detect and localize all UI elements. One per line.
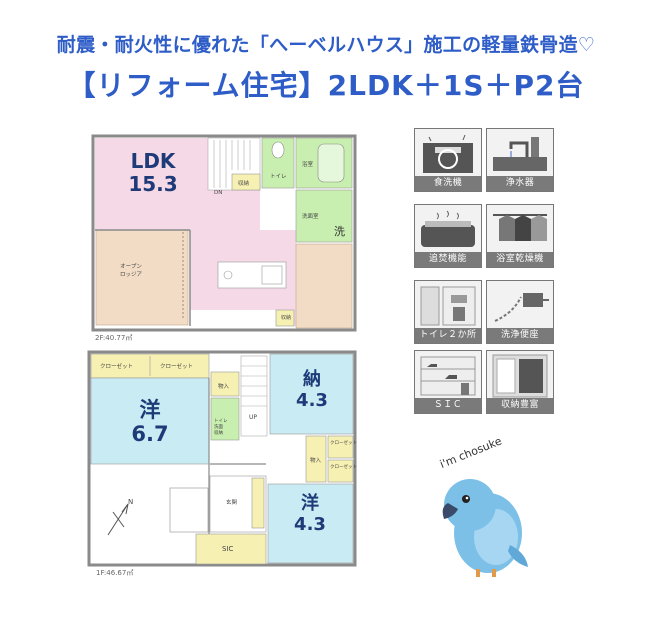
open-loggia-label: オープン ロッジア — [120, 264, 143, 278]
feature-bathroom-dryer: 浴室乾燥機 — [486, 204, 554, 268]
stairs-1f — [240, 355, 268, 437]
shoe-closet-icon — [415, 351, 481, 398]
closet-label-4: クローゼット — [330, 465, 357, 470]
feature-two-toilets: トイレ２か所 — [414, 280, 482, 344]
up-label: UP — [249, 414, 258, 421]
storage-2f-bottom — [275, 309, 295, 327]
western-room-1 — [90, 377, 210, 465]
feature-ample-storage-label: 収納豊富 — [500, 400, 539, 410]
storage-2f-label: 収納 — [238, 181, 250, 187]
dishwasher-icon — [415, 129, 481, 176]
headline-subtitle: 【リフォーム住宅】2LDK＋1S＋P2台 — [67, 69, 585, 102]
parrot-mascot-icon — [442, 479, 528, 577]
sic-label: SIC — [222, 545, 234, 553]
bathroom-dryer-icon — [487, 205, 553, 252]
wash-mark: 洗 — [334, 225, 345, 238]
toilet-1f — [210, 397, 240, 441]
western1-size: 6.7 — [131, 422, 169, 447]
storage-1f-small-label: 物入 — [310, 458, 322, 464]
feature-bath-reheat-label: 追焚機能 — [428, 254, 467, 264]
floor1-area: 1F:46.67㎡ — [96, 569, 134, 577]
sic — [195, 533, 267, 565]
entrance-label: 玄関 — [226, 500, 238, 506]
western2-name: 洋 — [301, 493, 319, 514]
nando-label: 納 4.3 — [280, 369, 344, 411]
storage-1f-label: 物入 — [218, 384, 230, 390]
storage-2f-bottom-label: 収納 — [281, 315, 292, 321]
headline-main: 耐震・耐火性に優れた「へーベルハウス」施工の軽量鉄骨造♡ — [56, 34, 596, 56]
washroom-label: 洗面室 — [302, 214, 319, 220]
closet-label-1: クローゼット — [100, 364, 134, 370]
western1-name: 洋 — [139, 398, 161, 422]
feature-two-toilets-label: トイレ２か所 — [419, 330, 477, 340]
ldk-size: 15.3 — [128, 172, 178, 196]
toilet-2f-label: トイレ — [270, 174, 287, 180]
ldk-name: LDK — [130, 149, 176, 173]
nando-room — [269, 353, 354, 435]
western2-label: 洋 4.3 — [278, 493, 342, 535]
bathroom-label: 浴室 — [302, 162, 314, 168]
nando-name: 納 — [303, 369, 321, 390]
closet-label-3: クローゼット — [330, 441, 357, 446]
washroom — [295, 189, 353, 243]
feature-bathroom-dryer-label: 浴室乾燥機 — [496, 254, 544, 264]
room-right-2f — [295, 243, 353, 329]
feature-water-purifier-label: 浄水器 — [505, 178, 535, 188]
feature-sic: ＳＩＣ — [414, 350, 482, 414]
bath-reheat-icon — [415, 205, 481, 252]
storage-1f — [210, 371, 240, 397]
dn-label: DN — [214, 190, 223, 196]
ample-storage-icon — [487, 351, 553, 398]
feature-water-purifier: 浄水器 — [486, 128, 554, 192]
nando-size: 4.3 — [296, 389, 328, 411]
storage-2f — [231, 173, 261, 191]
ldk-label: LDK 15.3 — [118, 150, 188, 196]
kitchen-counter — [217, 261, 287, 289]
feature-sic-label: ＳＩＣ — [433, 400, 463, 410]
north-arrow — [107, 503, 129, 536]
water-purifier-icon — [487, 129, 553, 176]
western-room-2 — [267, 483, 354, 564]
feature-washlet-label: 洗浄便座 — [500, 330, 539, 340]
two-toilets-icon — [415, 281, 481, 328]
washlet-icon — [487, 281, 553, 328]
feature-ample-storage: 収納豊富 — [486, 350, 554, 414]
western1-label: 洋 6.7 — [115, 398, 185, 446]
north-label: N — [128, 498, 134, 506]
western2-size: 4.3 — [294, 513, 326, 535]
mascot: i'm chosuke — [410, 434, 560, 580]
feature-bath-reheat: 追焚機能 — [414, 204, 482, 268]
toilet-1f-label: トイレ 洗面 収納 — [214, 419, 228, 436]
feature-dishwasher: 食洗機 — [414, 128, 482, 192]
closet-label-2: クローゼット — [160, 364, 194, 370]
feature-dishwasher-label: 食洗機 — [433, 178, 463, 188]
feature-washlet: 洗浄便座 — [486, 280, 554, 344]
floor2-area: 2F:40.77㎡ — [95, 334, 133, 342]
